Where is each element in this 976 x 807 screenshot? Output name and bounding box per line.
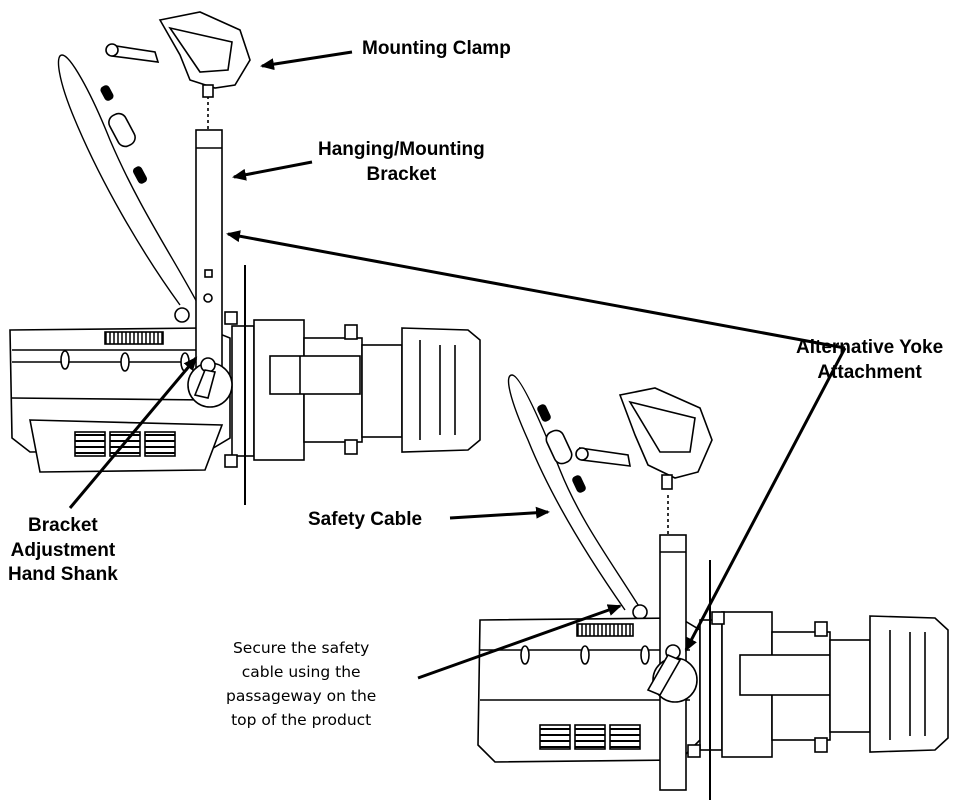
safety-cable-bottom	[507, 374, 641, 611]
label-mounting-clamp: Mounting Clamp	[362, 38, 511, 59]
arrow-alt-yoke	[226, 230, 846, 350]
label-bracket-adjustment: Bracket Adjustment Hand Shank	[8, 515, 118, 586]
fixture-bottom	[477, 374, 949, 800]
arrow-hanging-bracket	[232, 160, 313, 181]
label-alternative-yoke: Alternative Yoke Attachment	[796, 337, 944, 383]
callout-arrows	[68, 50, 847, 680]
label-safety-cable: Safety Cable	[308, 509, 423, 530]
arrow-alt-yoke-2	[684, 347, 847, 652]
label-hanging-bracket: Hanging/Mounting Bracket	[318, 139, 485, 185]
arrow-bracket-adjust	[68, 356, 198, 509]
arrow-safety-cable	[449, 506, 550, 520]
arrow-mounting-clamp	[260, 50, 353, 71]
fixture-top	[9, 11, 481, 505]
safety-cable-top	[57, 54, 201, 309]
label-secure-note: Secure the safety cable using the passag…	[226, 639, 377, 730]
arrow-secure-note	[417, 604, 622, 680]
